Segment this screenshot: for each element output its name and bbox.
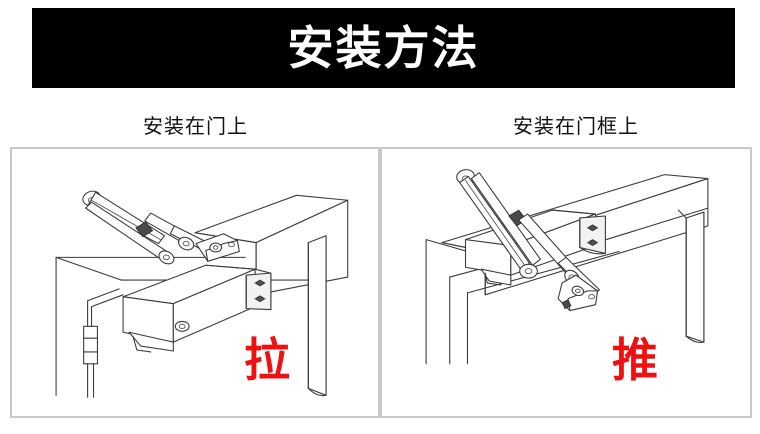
diagram-door-mounted-closer (55, 190, 349, 398)
page-title: 安装方法 (287, 21, 480, 75)
heading-left-install-on-door: 安装在门上 (143, 114, 248, 138)
action-label-push: 推 (612, 333, 658, 387)
diagram-panels: 拉 (10, 147, 752, 418)
closer-mounting-plate (245, 272, 272, 311)
door-bracket (557, 274, 599, 312)
frame-bracket (195, 233, 240, 262)
diagram-frame-mounted-closer (425, 169, 709, 365)
closer-mounting-plate (579, 215, 606, 255)
screw-upper (254, 279, 266, 287)
screw-upper (586, 224, 599, 232)
action-label-pull: 拉 (244, 333, 290, 387)
panel-frame-mount: 推 (380, 147, 752, 418)
heading-right-install-on-frame: 安装在门框上 (513, 114, 639, 138)
screw-lower (254, 295, 266, 303)
door-jamb-right (677, 209, 705, 344)
title-banner: 安装方法 (32, 8, 735, 88)
hold-open-cable (83, 288, 124, 398)
panel-door-mount: 拉 (10, 147, 380, 418)
closer-main-arm (456, 169, 541, 279)
screw-lower (586, 239, 599, 247)
